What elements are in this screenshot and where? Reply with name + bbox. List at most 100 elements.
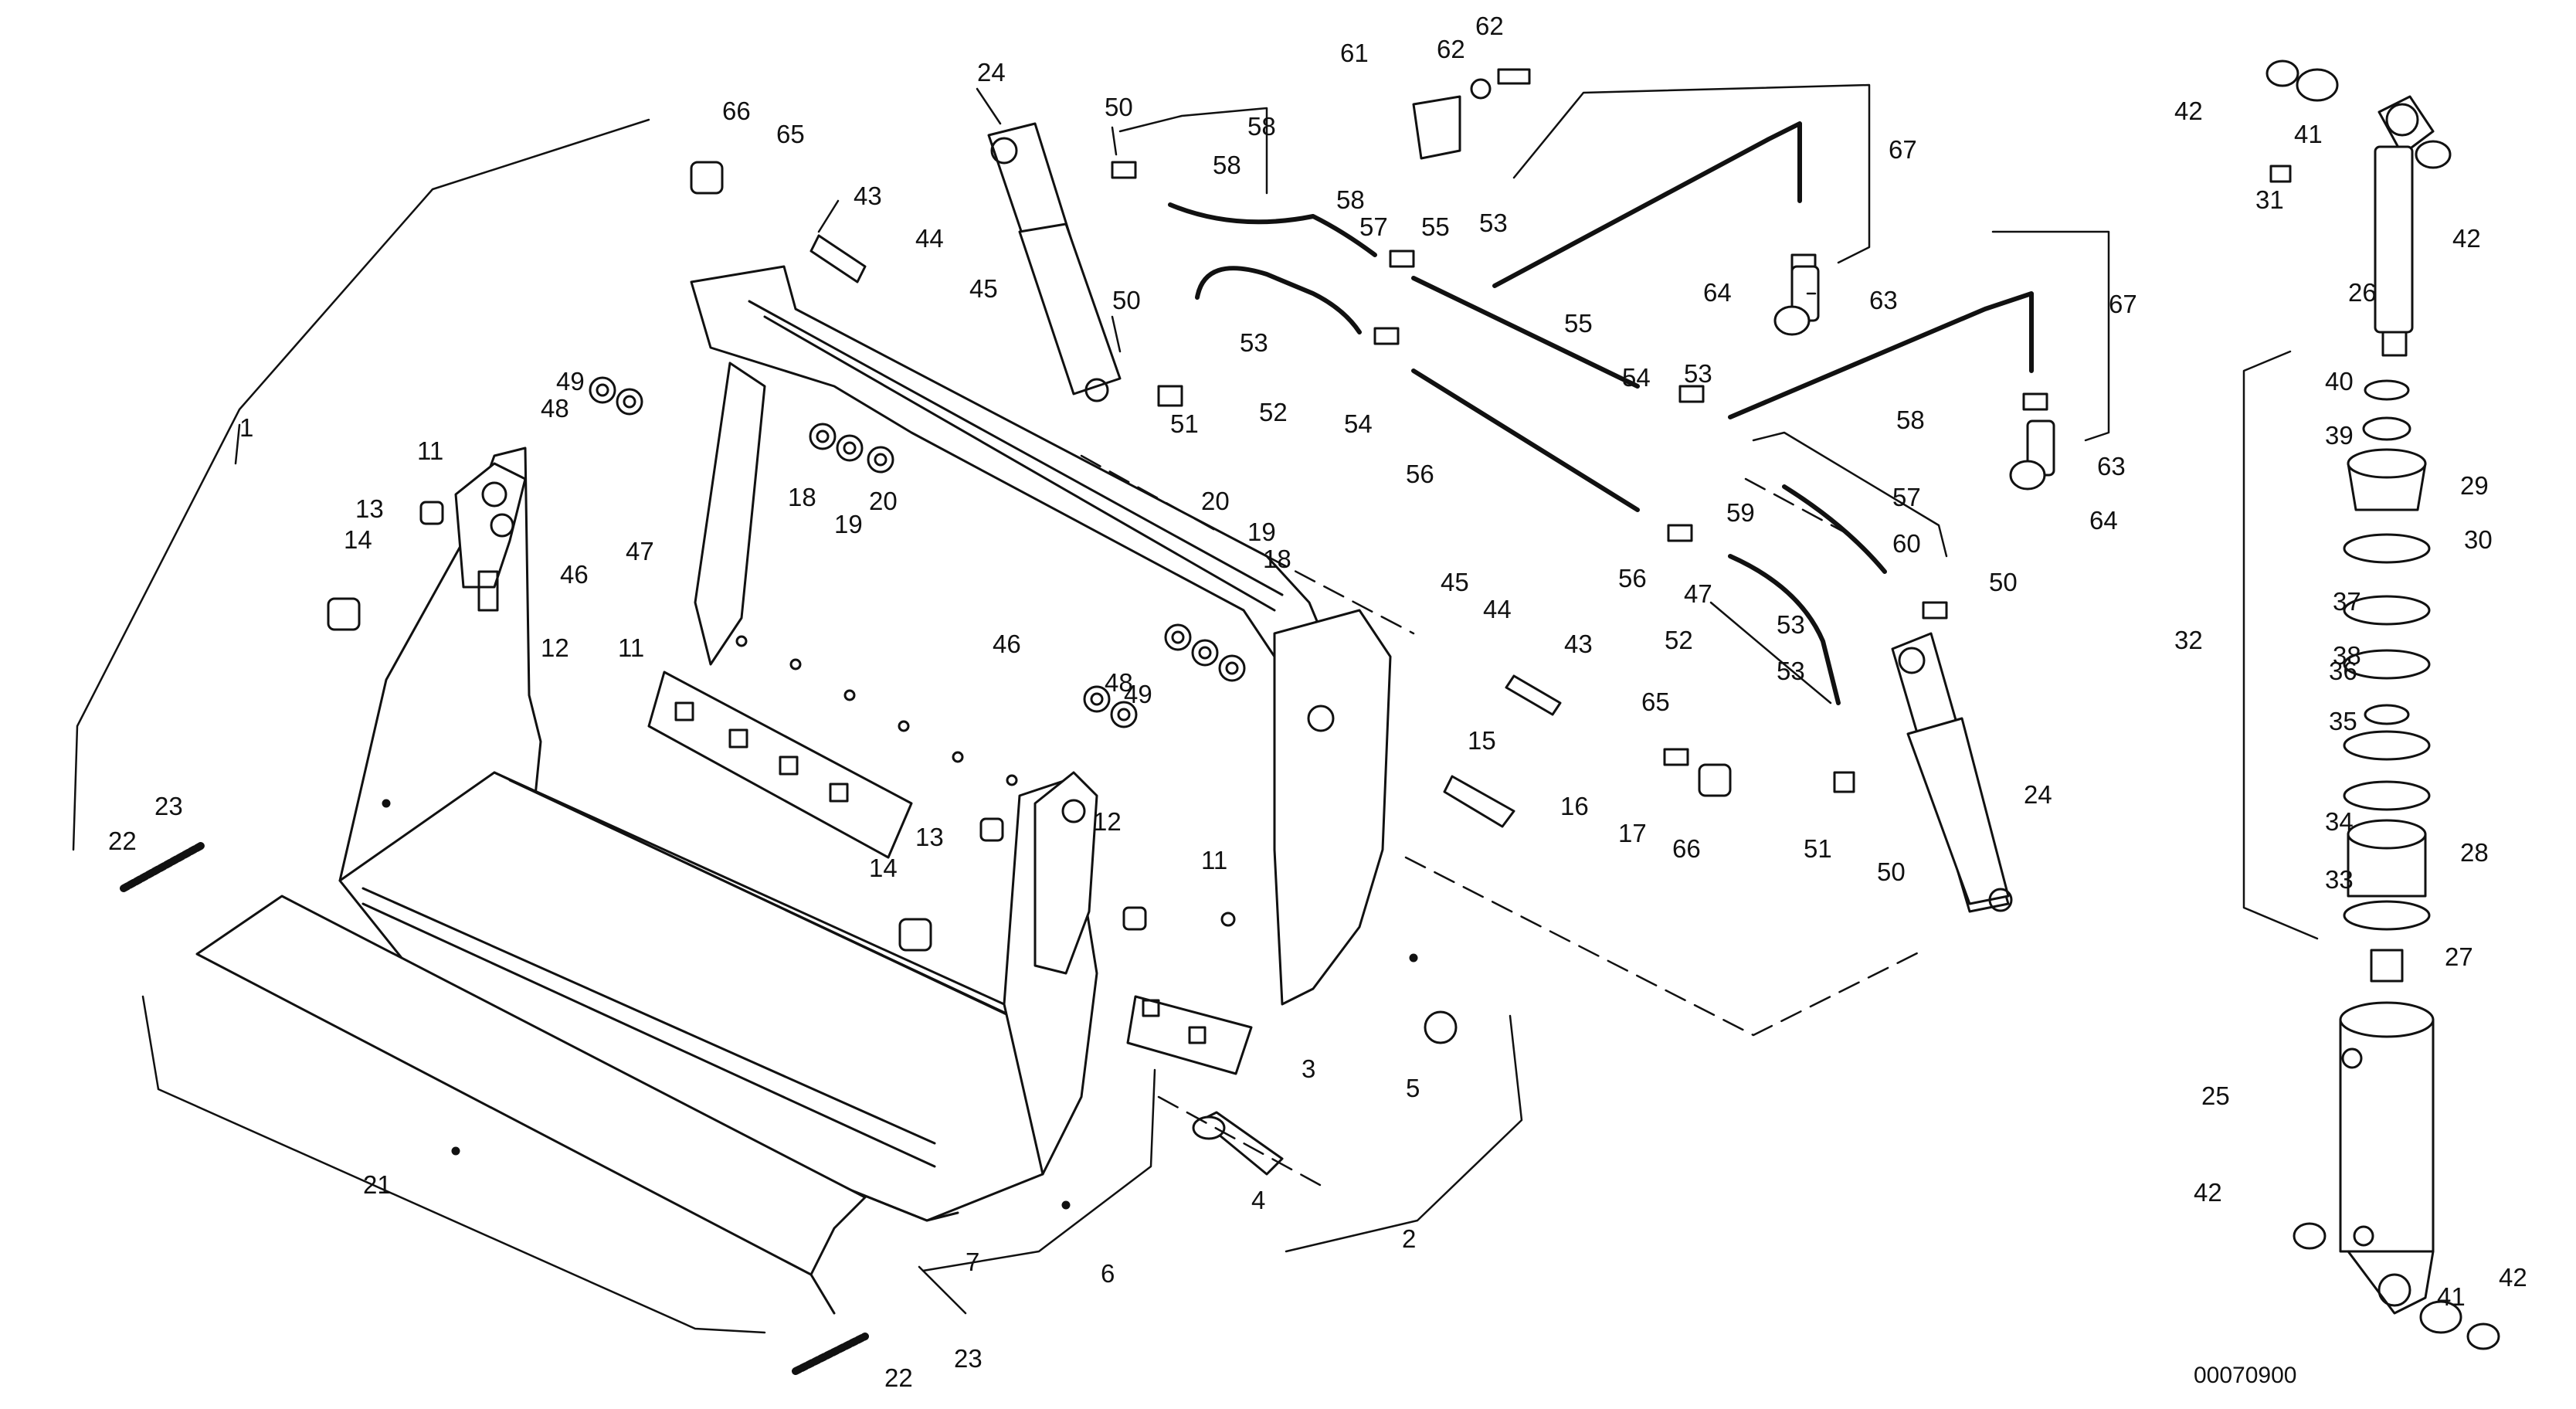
callout-29: 29 xyxy=(2460,471,2489,500)
callout-64: 64 xyxy=(2089,506,2118,535)
callout-11: 11 xyxy=(417,436,443,465)
callout-51: 51 xyxy=(1804,834,1832,863)
callout-17: 17 xyxy=(1618,819,1647,847)
callout-33: 33 xyxy=(2325,865,2354,894)
callout-38: 38 xyxy=(2333,641,2361,670)
callout-46: 46 xyxy=(560,560,589,589)
callout-48: 48 xyxy=(541,394,569,423)
callout-32: 32 xyxy=(2174,626,2203,654)
callout-30: 30 xyxy=(2464,525,2493,554)
callout-19: 19 xyxy=(834,510,863,538)
callout-57: 57 xyxy=(1892,483,1921,511)
callout-53: 53 xyxy=(1777,610,1805,639)
callout-26: 26 xyxy=(2348,278,2377,307)
callout-1: 1 xyxy=(239,413,253,442)
callout-60: 60 xyxy=(1892,529,1921,558)
callout-51: 51 xyxy=(1170,409,1199,438)
callout-50: 50 xyxy=(1112,286,1141,314)
callout-48: 48 xyxy=(1105,668,1133,697)
quick-couplings xyxy=(1773,265,2055,491)
hydraulic-hoses xyxy=(1168,121,2034,705)
callout-45: 45 xyxy=(969,274,998,303)
callout-62: 62 xyxy=(1475,12,1504,40)
callout-53: 53 xyxy=(1777,657,1805,685)
callout-53: 53 xyxy=(1479,209,1508,237)
callout-63: 63 xyxy=(2097,452,2126,480)
right-mount-bracket xyxy=(1033,771,1098,975)
quick-coupler-plate xyxy=(1220,609,1418,1006)
callout-63: 63 xyxy=(1869,286,1898,314)
callout-16: 16 xyxy=(1560,792,1589,820)
callout-18: 18 xyxy=(788,483,816,511)
callout-7: 7 xyxy=(966,1248,979,1276)
callout-62: 62 xyxy=(1437,35,1465,63)
callout-24: 24 xyxy=(2024,780,2052,809)
callout-12: 12 xyxy=(541,633,569,662)
clamp-59 xyxy=(1412,68,1531,160)
callout-47: 47 xyxy=(626,537,654,565)
callout-34: 34 xyxy=(2325,807,2354,836)
callout-6: 6 xyxy=(1101,1259,1115,1288)
callout-49: 49 xyxy=(556,367,585,396)
callout-20: 20 xyxy=(869,487,898,515)
callout-41: 41 xyxy=(2294,120,2323,148)
callout-44: 44 xyxy=(1483,595,1512,623)
spring-22-bottom xyxy=(792,1333,869,1375)
callout-39: 39 xyxy=(2325,421,2354,450)
callout-67: 67 xyxy=(1889,135,1917,164)
callout-42: 42 xyxy=(2452,224,2481,253)
callout-43: 43 xyxy=(1564,630,1593,658)
bushings xyxy=(327,161,1732,952)
callout-58: 58 xyxy=(1247,112,1276,141)
callout-58: 58 xyxy=(1213,151,1241,179)
callout-58: 58 xyxy=(1336,185,1365,214)
callout-37: 37 xyxy=(2333,587,2361,616)
callout-42: 42 xyxy=(2499,1263,2527,1292)
callout-53: 53 xyxy=(1684,359,1712,388)
callout-23: 23 xyxy=(954,1344,983,1373)
callout-22: 22 xyxy=(108,827,137,855)
callout-25: 25 xyxy=(2201,1081,2230,1110)
callout-44: 44 xyxy=(915,224,944,253)
callout-40: 40 xyxy=(2325,367,2354,396)
cover-plate xyxy=(195,895,867,1315)
callout-19: 19 xyxy=(1247,518,1276,546)
callout-42: 42 xyxy=(2174,97,2203,125)
callout-41: 41 xyxy=(2437,1282,2466,1311)
callout-65: 65 xyxy=(1641,688,1670,716)
callout-20: 20 xyxy=(1201,487,1230,515)
callout-4: 4 xyxy=(1251,1186,1265,1214)
nut-5 xyxy=(1424,1010,1458,1044)
callout-56: 56 xyxy=(1618,564,1647,592)
wear-strip xyxy=(647,671,913,859)
callout-11: 11 xyxy=(618,633,644,662)
callout-23: 23 xyxy=(154,792,183,820)
callout-57: 57 xyxy=(1359,212,1388,241)
callout-66: 66 xyxy=(1672,834,1701,863)
callout-56: 56 xyxy=(1406,460,1434,488)
leader-lines xyxy=(72,83,2319,1334)
callout-47: 47 xyxy=(1684,579,1712,608)
callout-27: 27 xyxy=(2445,942,2473,971)
callout-59: 59 xyxy=(1726,498,1755,527)
fittings xyxy=(1111,161,2048,793)
callout-54: 54 xyxy=(1344,409,1373,438)
callout-55: 55 xyxy=(1564,309,1593,338)
callout-2: 2 xyxy=(1402,1224,1416,1253)
callout-52: 52 xyxy=(1259,398,1288,426)
callout-14: 14 xyxy=(344,525,372,554)
callout-50: 50 xyxy=(1989,568,2018,596)
callout-45: 45 xyxy=(1441,568,1469,596)
left-mount-bracket xyxy=(454,462,527,612)
callout-54: 54 xyxy=(1622,363,1651,392)
bolt-4 xyxy=(1192,1111,1284,1176)
callout-52: 52 xyxy=(1665,626,1693,654)
washers xyxy=(589,376,1246,728)
callout-53: 53 xyxy=(1240,328,1268,357)
callout-15: 15 xyxy=(1468,726,1496,755)
tilt-cylinder-bottom xyxy=(1891,632,2013,913)
callout-67: 67 xyxy=(2109,290,2137,318)
callout-35: 35 xyxy=(2329,707,2357,735)
